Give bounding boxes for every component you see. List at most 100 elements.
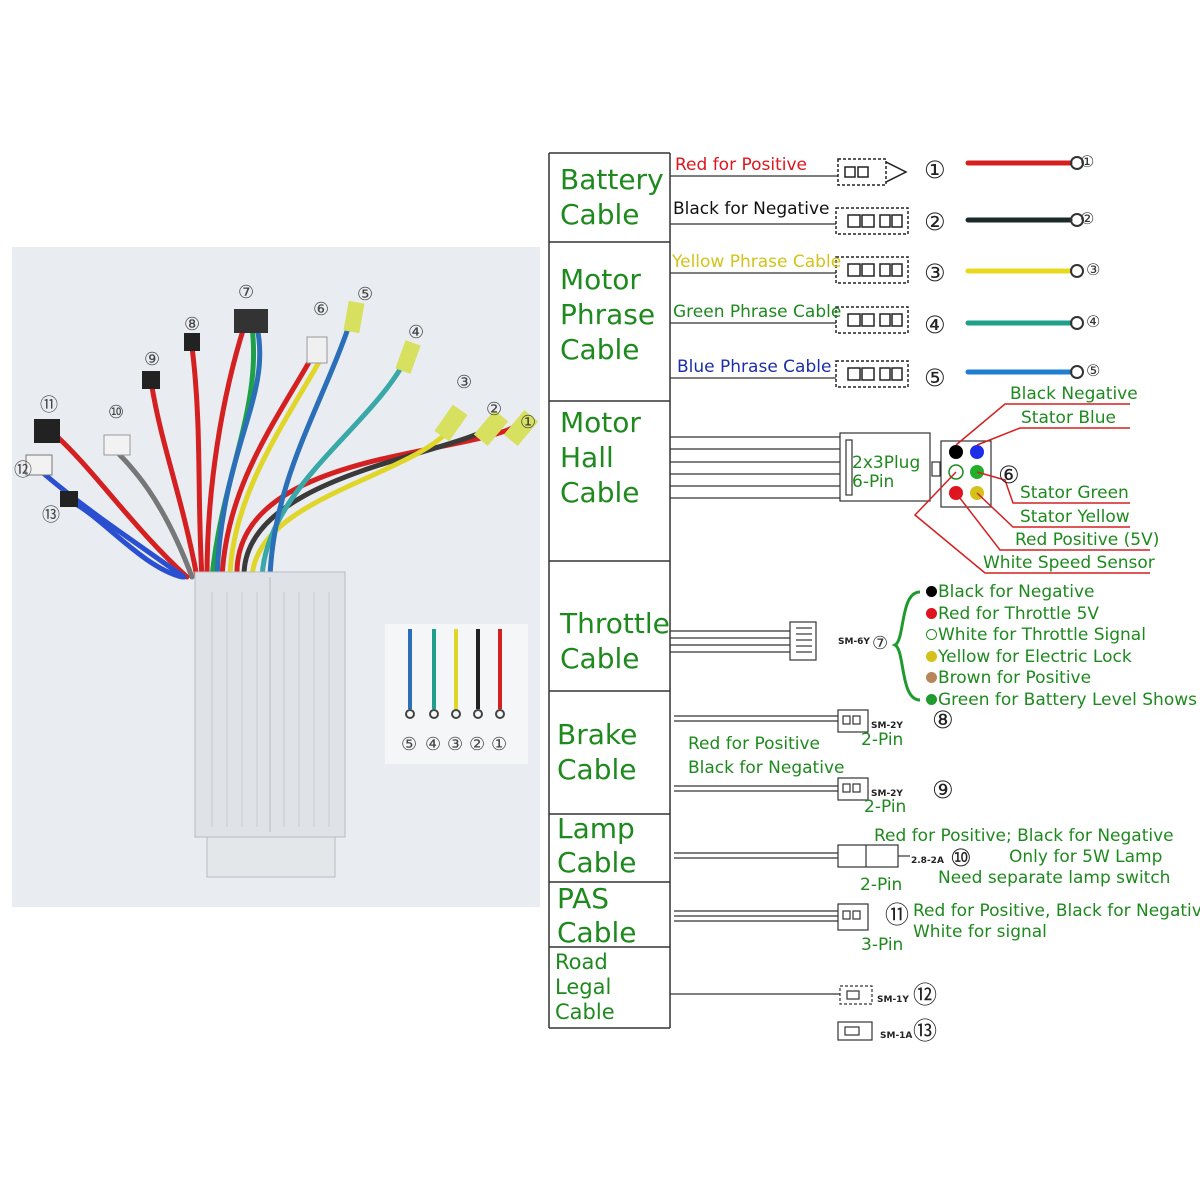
wire-6a bbox=[219, 354, 315, 580]
category-pas: PAS Cable bbox=[557, 882, 637, 950]
category-road-legal-line2: Legal bbox=[555, 975, 612, 999]
throttle-code: SM-6Y bbox=[838, 637, 870, 647]
category-battery-line2: Cable bbox=[560, 198, 640, 231]
throttle-pin-brown: Brown for Positive bbox=[924, 668, 1197, 690]
num-4: ④ bbox=[924, 311, 946, 339]
wire-12 bbox=[39, 469, 187, 580]
road-code-2: SM-1A bbox=[880, 1031, 913, 1041]
photo-num-7: ⑦ bbox=[238, 282, 255, 303]
category-motor-phrase-line3: Cable bbox=[560, 333, 640, 366]
num-1: ① bbox=[924, 156, 946, 184]
brake-code-1: SM-2Y bbox=[871, 721, 903, 731]
ring-num-2: ② bbox=[1080, 209, 1095, 228]
hall-pin-yellow: Stator Yellow bbox=[1020, 507, 1130, 527]
throttle-pin-red: Red for Throttle 5V bbox=[924, 604, 1197, 626]
ring-num-1: ① bbox=[1080, 152, 1095, 171]
wire-2 bbox=[241, 424, 495, 580]
label-green-phrase: Green Phrase Cable bbox=[673, 302, 842, 322]
num-10: ⑩ bbox=[950, 844, 972, 872]
photo-num-5: ⑤ bbox=[357, 284, 374, 305]
photo-num-4: ④ bbox=[408, 322, 425, 343]
hall-connector-label: 2x3Plug 6-Pin bbox=[852, 454, 920, 492]
label-black-negative: Black for Negative bbox=[673, 199, 830, 219]
category-lamp-line1: Lamp bbox=[557, 812, 635, 845]
category-road-legal: Road Legal Cable bbox=[555, 950, 615, 1025]
hall-connector-pins: 6-Pin bbox=[852, 472, 895, 492]
category-brake-line1: Brake bbox=[557, 718, 638, 751]
label-red-positive: Red for Positive bbox=[675, 155, 808, 175]
hall-connector-type: 2x3Plug bbox=[852, 453, 921, 473]
wire-4 bbox=[259, 354, 410, 580]
category-pas-line1: PAS bbox=[557, 882, 610, 915]
category-motor-hall-line1: Motor bbox=[560, 406, 641, 439]
lamp-text-2: Only for 5W Lamp bbox=[1009, 847, 1163, 867]
num-11: ⑪ bbox=[885, 901, 909, 929]
throttle-pin-list: Black for Negative Red for Throttle 5V W… bbox=[924, 582, 1197, 711]
hall-pin-green: Stator Green bbox=[1020, 483, 1129, 503]
photo-num-11: ⑪ bbox=[40, 395, 58, 416]
category-lamp-line2: Cable bbox=[557, 846, 637, 879]
photo-num-8: ⑧ bbox=[184, 314, 201, 335]
ring-num-3: ③ bbox=[1086, 260, 1101, 279]
lamp-code: 2.8-2A bbox=[911, 856, 944, 866]
wire-7b bbox=[214, 324, 263, 580]
brake-pin-2: 2-Pin bbox=[864, 797, 907, 817]
controller-photo bbox=[12, 247, 540, 907]
photo-num-1: ① bbox=[520, 412, 537, 433]
throttle-pin-green: Green for Battery Level Shows bbox=[924, 690, 1197, 712]
ring-num-5: ⑤ bbox=[1086, 361, 1101, 380]
num-12: ⑫ bbox=[913, 981, 937, 1009]
num-5: ⑤ bbox=[924, 364, 946, 392]
throttle-pin-black: Black for Negative bbox=[924, 582, 1197, 604]
label-yellow-phrase: Yellow Phrase Cable bbox=[672, 252, 842, 272]
brake-text-red: Red for Positive bbox=[688, 734, 821, 754]
pas-text-2: White for signal bbox=[913, 922, 1047, 942]
hall-pin-red: Red Positive (5V) bbox=[1015, 530, 1160, 550]
photo-num-2: ② bbox=[486, 399, 503, 420]
category-battery: Battery Cable bbox=[560, 162, 664, 232]
wire-7c bbox=[204, 324, 247, 580]
wire-inset bbox=[385, 624, 528, 764]
pas-pin: 3-Pin bbox=[861, 935, 904, 955]
num-9: ⑨ bbox=[932, 776, 954, 804]
throttle-pin-white: White for Throttle Signal bbox=[924, 625, 1197, 647]
hall-pin-black: Black Negative bbox=[1010, 384, 1138, 404]
ring-num-4: ④ bbox=[1086, 312, 1101, 331]
num-3: ③ bbox=[924, 259, 946, 287]
wire-3 bbox=[249, 424, 455, 580]
category-brake: Brake Cable bbox=[557, 717, 637, 787]
inset-num-2: ② bbox=[469, 734, 486, 755]
inset-num-5: ⑤ bbox=[401, 734, 418, 755]
num-2: ② bbox=[924, 208, 946, 236]
photo-num-13: ⑬ bbox=[42, 505, 60, 526]
category-brake-line2: Cable bbox=[557, 753, 637, 786]
throttle-pin-yellow: Yellow for Electric Lock bbox=[924, 647, 1197, 669]
photo-num-10: ⑩ bbox=[108, 402, 125, 423]
lamp-text-1: Red for Positive; Black for Negative bbox=[874, 826, 1174, 846]
photo-num-6: ⑥ bbox=[313, 299, 330, 320]
wire-13 bbox=[69, 499, 185, 580]
inset-num-4: ④ bbox=[425, 734, 442, 755]
category-road-legal-line3: Cable bbox=[555, 1000, 615, 1024]
photo-num-3: ③ bbox=[456, 372, 473, 393]
lamp-text-3: Need separate lamp switch bbox=[938, 868, 1171, 888]
category-throttle-line2: Cable bbox=[560, 642, 640, 675]
wire-6b bbox=[227, 354, 325, 580]
num-6: ⑥ bbox=[998, 461, 1020, 489]
category-battery-line1: Battery bbox=[560, 163, 664, 196]
category-motor-hall: Motor Hall Cable bbox=[560, 405, 641, 510]
pas-text-1: Red for Positive, Black for Negative bbox=[913, 901, 1200, 921]
inset-num-1: ① bbox=[491, 734, 508, 755]
category-motor-hall-line2: Hall bbox=[560, 441, 614, 474]
category-motor-phrase: Motor Phrase Cable bbox=[560, 262, 655, 367]
inset-num-3: ③ bbox=[447, 734, 464, 755]
category-throttle: Throttle Cable bbox=[560, 606, 670, 676]
brake-pin-1: 2-Pin bbox=[861, 730, 904, 750]
brake-code-2: SM-2Y bbox=[871, 789, 903, 799]
photo-num-12: ⑫ bbox=[14, 460, 32, 481]
category-motor-phrase-line2: Phrase bbox=[560, 298, 656, 331]
category-lamp: Lamp Cable bbox=[557, 812, 637, 880]
lamp-pin: 2-Pin bbox=[860, 875, 903, 895]
wire-11 bbox=[49, 429, 190, 580]
